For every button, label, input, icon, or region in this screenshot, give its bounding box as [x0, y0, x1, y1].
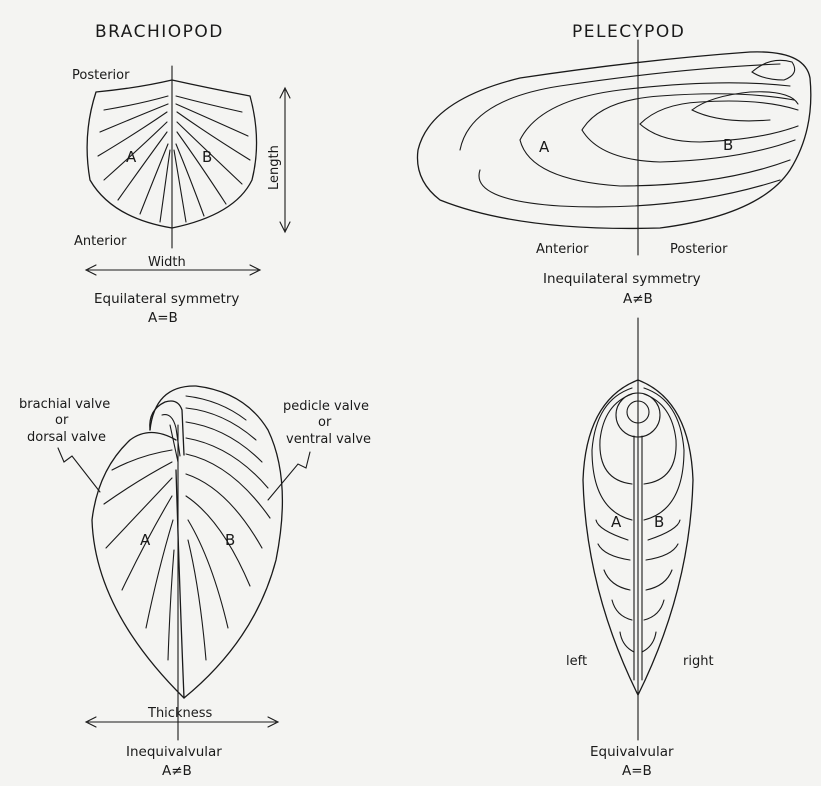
brachiopod-title: BRACHIOPOD — [95, 22, 224, 42]
pelecypod-left-label: left — [566, 654, 587, 669]
pelecypod-right-label: right — [683, 654, 714, 669]
pedicle-valve-outline — [150, 386, 282, 698]
brachiopod-posterior-label: Posterior — [72, 68, 130, 83]
brachial-ribs — [104, 450, 174, 660]
pelecypod-side-label-a: A — [539, 138, 550, 156]
brachiopod-plan-view: Posterior Anterior A B Length Width Equi… — [72, 66, 290, 326]
brachiopod-side-relation: A≠B — [162, 763, 192, 779]
pedicle-growth-lines — [186, 396, 270, 660]
pedicle-valve-label-1: pedicle valve — [283, 399, 369, 414]
length-label: Length — [267, 145, 282, 190]
brachial-valve-label-1: brachial valve — [19, 397, 110, 412]
brachiopod-plan-label-b: B — [202, 148, 212, 166]
pelecypod-posterior-label: Posterior — [670, 242, 728, 257]
pelecypod-title: PELECYPOD — [572, 22, 685, 42]
brachiopod-plan-ribs — [98, 96, 250, 222]
pelecypod-anterior-label: Anterior — [536, 242, 589, 257]
brachiopod-plan-label-a: A — [126, 148, 137, 166]
pedicle-valve-label-3: ventral valve — [286, 432, 371, 447]
brachiopod-plan-caption: Equilateral symmetry — [94, 291, 239, 307]
thickness-label: Thickness — [147, 706, 212, 721]
brachial-valve-label-3: dorsal valve — [27, 430, 106, 445]
width-label: Width — [148, 255, 186, 270]
pelecypod-end-relation: A=B — [622, 763, 652, 779]
pelecypod-side-caption: Inequilateral symmetry — [543, 271, 701, 287]
pedicle-valve-label-2: or — [318, 415, 332, 430]
pelecypod-end-label-b: B — [654, 513, 664, 531]
pedicle-leader-line — [268, 452, 310, 500]
pelecypod-side-view: A B Anterior Posterior Inequilateral sym… — [417, 40, 810, 307]
brachiopod-plan-relation: A=B — [148, 310, 178, 326]
brachiopod-side-label-a: A — [140, 531, 151, 549]
pelecypod-end-caption: Equivalvular — [590, 744, 674, 760]
brachiopod-side-caption: Inequivalvular — [126, 744, 222, 760]
brachiopod-side-label-b: B — [225, 531, 235, 549]
pelecypod-side-relation: A≠B — [623, 291, 653, 307]
brachial-valve-outline — [92, 433, 184, 699]
brachial-leader-line — [58, 448, 100, 492]
brachiopod-side-view: brachial valve or dorsal valve pedicle v… — [19, 386, 371, 779]
brachial-valve-label-2: or — [55, 413, 69, 428]
pelecypod-end-view: A B left right Equivalvular A=B — [566, 318, 714, 779]
pelecypod-growth-lines — [460, 60, 798, 207]
brachiopod-anterior-label: Anterior — [74, 234, 127, 249]
pelecypod-end-label-a: A — [611, 513, 622, 531]
pelecypod-side-label-b: B — [723, 136, 733, 154]
